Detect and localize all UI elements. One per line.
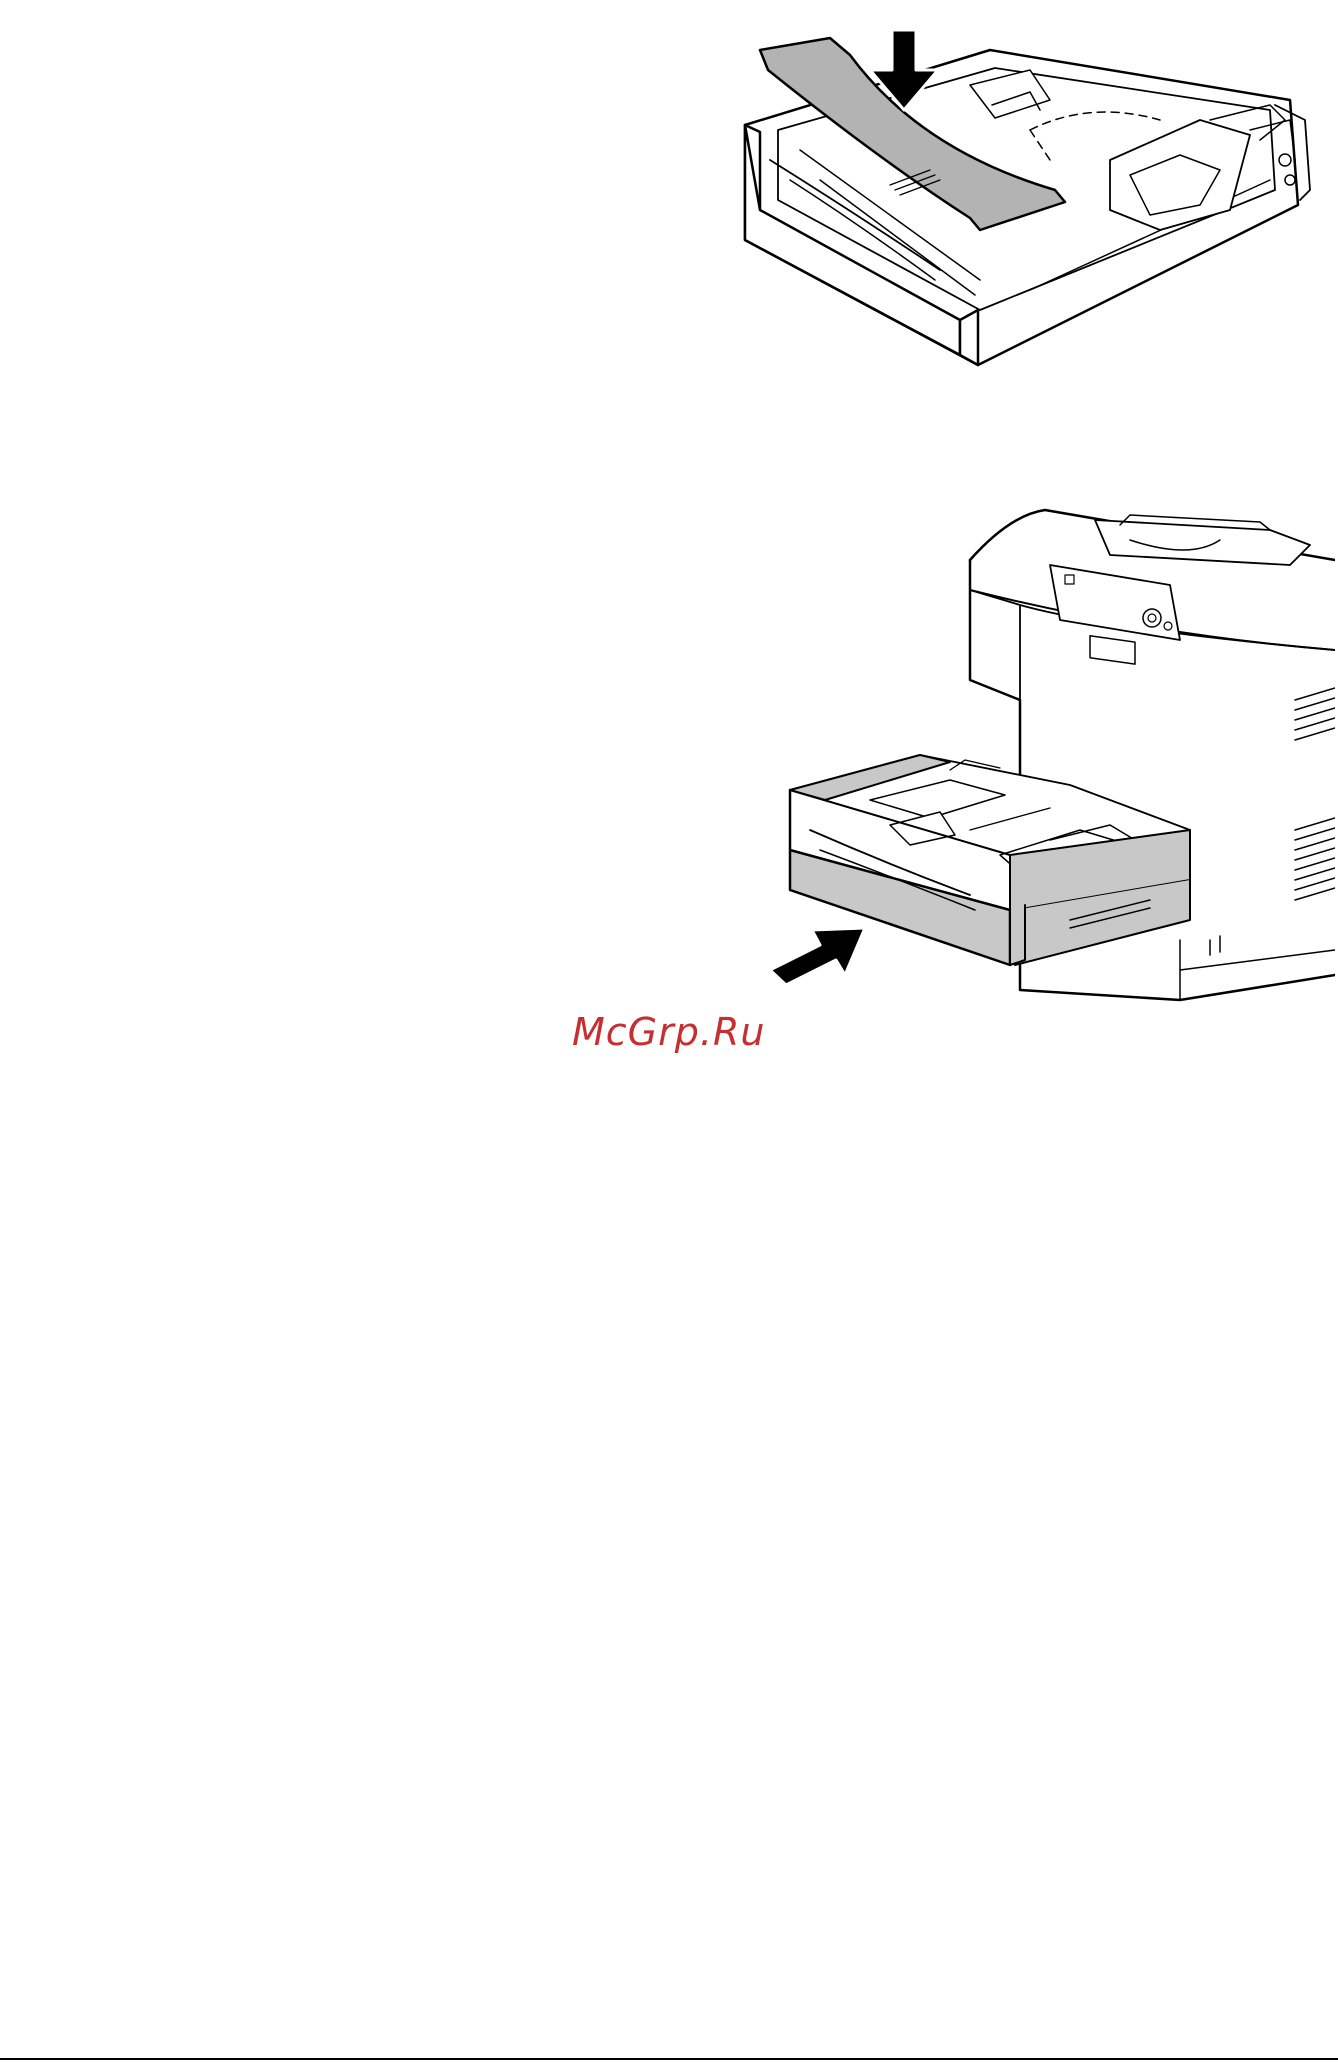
footer-rule bbox=[0, 2058, 1338, 2060]
watermark-text: McGrp.Ru bbox=[572, 1010, 765, 1054]
printer-tray-insert-illustration bbox=[750, 500, 1335, 1020]
tray-cover-illustration bbox=[730, 10, 1320, 370]
